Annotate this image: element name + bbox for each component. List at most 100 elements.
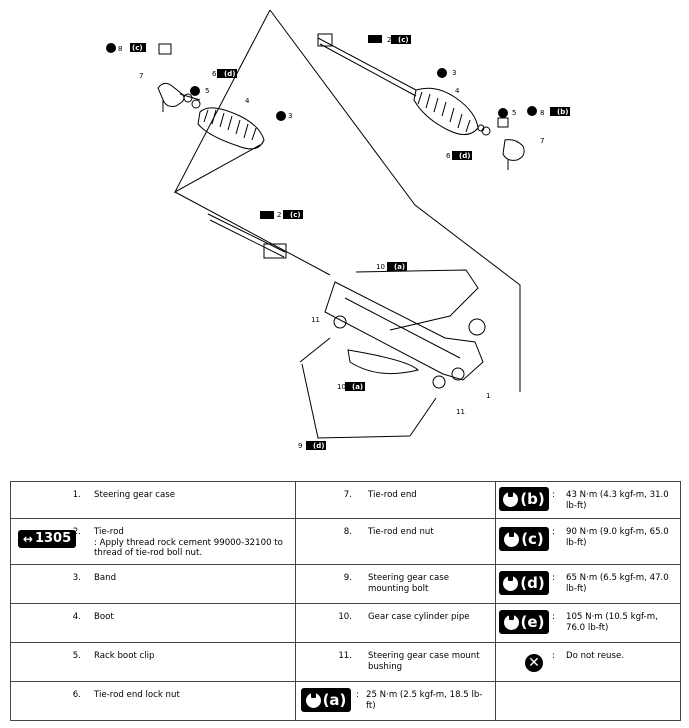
item-number: 10. [338, 612, 352, 622]
callout-9: 9 [298, 442, 302, 450]
torque-value: 65 N·m (6.5 kgf-m, 47.0 lb-ft) [566, 573, 669, 594]
torque-value: 43 N·m (4.3 kgf-m, 31.0 lb-ft) [566, 490, 669, 511]
torque-value: 90 N·m (9.0 kgf-m, 65.0 lb-ft) [566, 527, 669, 548]
torque-badge-a: (a) [301, 688, 351, 712]
callout-11: 11 [311, 316, 320, 324]
colon: : [552, 573, 555, 583]
colon: : [552, 651, 555, 661]
right-tie-rod [317, 33, 417, 97]
callout-5: 5 [205, 87, 209, 95]
wrench-icon [504, 529, 520, 547]
callout-7: 7 [540, 137, 544, 145]
wrench-icon [503, 489, 519, 507]
item-number: 2. [72, 527, 81, 537]
item-note: : Apply thread rock cement 99000-32100 t… [94, 537, 283, 559]
item-label: Rack boot clip [94, 651, 155, 661]
steering-gear-diagram: 1 2 2 3 3 4 4 5 5 6 6 7 7 8 8 9 10 10 11… [106, 9, 570, 450]
right-boot [413, 87, 479, 135]
item-label: Steering gear case mounting bolt [368, 573, 449, 594]
torque-badge-e: (e) [499, 610, 549, 634]
cement-badge: ↔1305 [18, 530, 76, 548]
item-label: Gear case cylinder pipe [368, 612, 470, 622]
item-label: Band [94, 573, 117, 583]
steering-gear-case [324, 269, 486, 381]
item-number: 6. [72, 690, 81, 700]
legend-row: 5. Rack boot clip 11. Steering gear case m… [10, 642, 681, 682]
item-label: Tie-rod end lock nut [94, 690, 180, 700]
torque-value: 25 N·m (2.5 kgf-m, 18.5 lb-ft) [366, 690, 483, 711]
callout-6: 6 [212, 70, 217, 78]
left-nuts [158, 43, 201, 109]
right-tie-rod-end [477, 117, 525, 170]
legend-row: 3. Band 9. Steering gear case mounting bol… [10, 564, 681, 604]
callout-2: 2 [387, 36, 391, 44]
callout-8: 8 [540, 109, 544, 117]
item-number: 11. [338, 651, 352, 661]
colon: : [552, 490, 555, 500]
wrench-icon [305, 690, 321, 708]
item-number: 8. [343, 527, 352, 537]
legend-row: ↔1305 2. Tie-rod: Apply thread rock ceme… [10, 518, 681, 565]
torque-badge-b: (b) [499, 487, 549, 511]
wrench-icon [503, 573, 519, 591]
mounting-bolts [299, 337, 437, 437]
torque-badge-d: (d) [499, 571, 549, 595]
mount-bushings [333, 315, 446, 389]
torque-mark-d: (d) [224, 70, 235, 78]
callout-10: 10 [376, 263, 385, 271]
callout-4: 4 [455, 87, 460, 95]
callout-5: 5 [512, 109, 516, 117]
item-label: Tie-rod end [368, 490, 417, 500]
item-label: Boot [94, 612, 114, 622]
callout-8: 8 [118, 45, 122, 53]
callout-3: 3 [452, 69, 456, 77]
torque-mark-a: (a) [394, 263, 405, 271]
outline-line [174, 191, 331, 276]
do-not-reuse-icon: ✕ [525, 654, 543, 672]
torque-value: 105 N·m (10.5 kgf-m, 76.0 lb-ft) [566, 612, 658, 633]
wrench-icon [503, 612, 519, 630]
item-label: Tie-rod end nut [368, 527, 434, 537]
outline-line [269, 9, 521, 392]
empty-cell [496, 682, 680, 720]
callout-3: 3 [288, 112, 292, 120]
left-boot [197, 107, 265, 150]
colon: : [552, 612, 555, 622]
torque-mark-c: (c) [290, 211, 301, 219]
legend-row: 6. Tie-rod end lock nut (a) : 25 N·m (2.5… [10, 681, 681, 721]
torque-mark-d: (d) [459, 152, 470, 160]
callout-1: 1 [486, 392, 490, 400]
item-label: Tie-rod [94, 527, 124, 537]
torque-mark-e: (d) [313, 442, 324, 450]
legend-row: 1. Steering gear case 7. Tie-rod end (b) :… [10, 481, 681, 519]
legend-row: 4.Boot 10.Gear case cylinder pipe (e) : … [10, 603, 681, 643]
torque-mark-a: (a) [352, 383, 363, 391]
outline-line [173, 9, 271, 194]
torque-badge-c: (c) [499, 527, 549, 551]
colon: : [356, 690, 359, 700]
legend-table: 1. Steering gear case 7. Tie-rod end (b) :… [10, 481, 681, 721]
callout-10: 10 [337, 383, 346, 391]
lower-tie-rod [207, 213, 287, 259]
torque-mark-b: (b) [557, 108, 568, 116]
item-number: 9. [343, 573, 352, 583]
item-number: 1. [72, 490, 81, 500]
do-not-reuse-markers [106, 43, 537, 121]
bolt-leader [301, 363, 411, 439]
callout-6: 6 [446, 152, 451, 160]
callout-7: 7 [139, 72, 143, 80]
item-number: 5. [72, 651, 81, 661]
colon: : [552, 527, 555, 537]
item-label: Steering gear case mount bushing [368, 651, 480, 672]
torque-value: Do not reuse. [566, 651, 624, 661]
item-number: 4. [72, 612, 81, 622]
callout-11: 11 [456, 408, 465, 416]
item-number: 3. [72, 573, 81, 583]
item-number: 7. [343, 490, 352, 500]
torque-mark-c: (c) [398, 36, 409, 44]
cylinder-pipe [347, 349, 419, 375]
torque-mark-c: (c) [132, 44, 143, 52]
callout-2: 2 [277, 211, 281, 219]
item-label: Steering gear case [94, 490, 175, 500]
callout-4: 4 [245, 97, 250, 105]
